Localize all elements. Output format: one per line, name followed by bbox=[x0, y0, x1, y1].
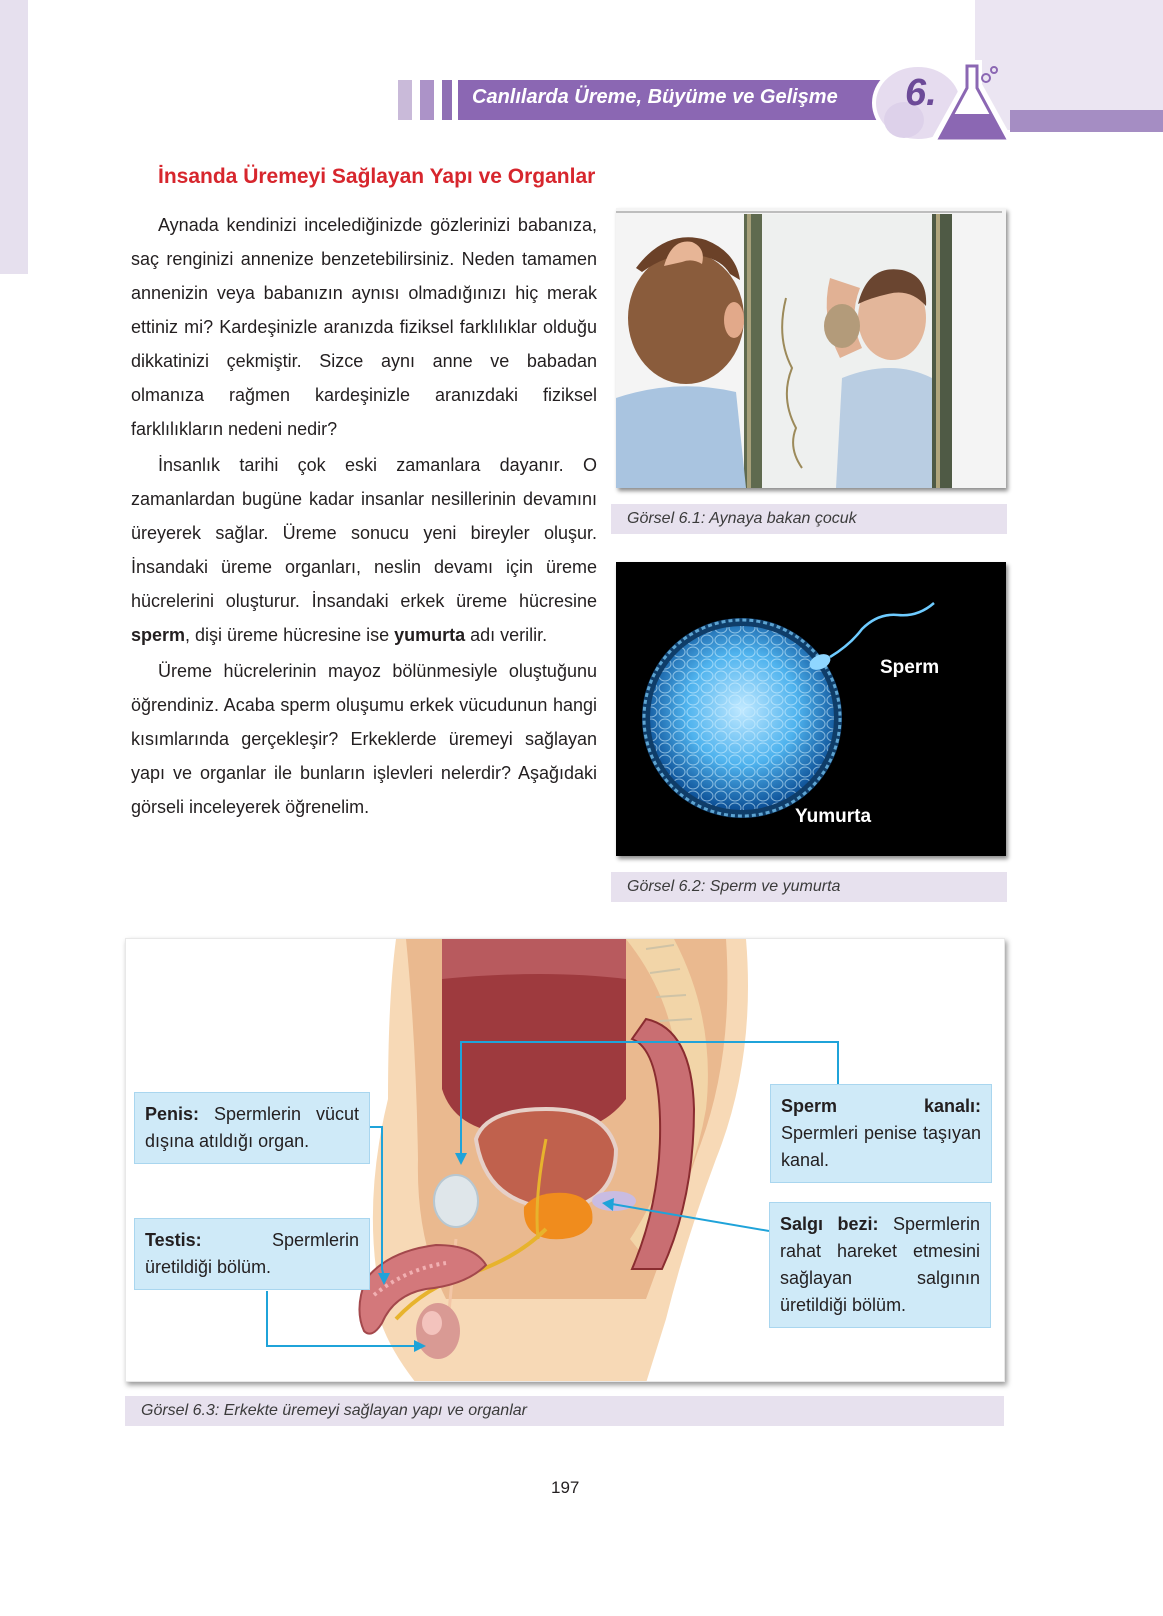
header-stripe bbox=[398, 80, 412, 120]
callout-term: Sperm kanalı: bbox=[781, 1096, 981, 1116]
callout-gland: Salgı bezi: Spermlerin rahat hareket etm… bbox=[769, 1202, 991, 1328]
callout-testis: Testis: Spermlerin üretildiği bölüm. bbox=[134, 1218, 370, 1290]
flask-icon bbox=[872, 60, 1013, 146]
callout-penis: Penis: Spermlerin vücut dışına atıldığı … bbox=[134, 1092, 370, 1164]
callout-term: Penis: bbox=[145, 1104, 200, 1124]
callout-term: Testis: bbox=[145, 1230, 202, 1250]
sperm-label: Sperm bbox=[880, 657, 940, 678]
penis-leader bbox=[369, 1126, 385, 1278]
body-text: Aynada kendinizi incelediğinizde gözleri… bbox=[131, 208, 597, 826]
gland-leader bbox=[611, 1203, 770, 1232]
anatomy-illustration bbox=[358, 939, 748, 1381]
figure-caption: Görsel 6.1: Aynaya bakan çocuk bbox=[611, 504, 1007, 534]
sperm-egg-photo bbox=[616, 562, 1006, 856]
header-stripe bbox=[442, 80, 452, 120]
section-heading: İnsanda Üremeyi Sağlayan Yapı ve Organla… bbox=[158, 165, 596, 188]
testis-leader bbox=[266, 1291, 416, 1347]
callout-term: Salgı bezi: bbox=[780, 1214, 879, 1234]
page-number: 197 bbox=[551, 1478, 580, 1497]
term-sperm: sperm bbox=[131, 625, 186, 645]
mirror-photo-illustration bbox=[616, 208, 1006, 488]
unit-number: 6. bbox=[905, 72, 937, 114]
figure-caption: Görsel 6.2: Sperm ve yumurta bbox=[611, 872, 1007, 902]
egg-label: Yumurta bbox=[795, 806, 872, 827]
paragraph: Aynada kendinizi incelediğinizde gözleri… bbox=[131, 215, 597, 439]
corner-decoration bbox=[975, 0, 1163, 130]
term-yumurta: yumurta bbox=[394, 625, 466, 645]
anatomy-figure: Penis: Spermlerin vücut dışına atıldığı … bbox=[125, 938, 1005, 1382]
callout-sperm-duct: Sperm kanalı: Spermleri penise taşıyan k… bbox=[770, 1084, 992, 1183]
sperm-duct-leader bbox=[460, 1041, 839, 1153]
paragraph: Üreme hücrelerinin mayoz bölünmesiyle ol… bbox=[131, 661, 597, 817]
header-band bbox=[458, 80, 888, 120]
leader-lines bbox=[266, 1041, 839, 1352]
figure-caption: Görsel 6.3: Erkekte üremeyi sağlayan yap… bbox=[125, 1396, 1004, 1426]
side-decoration bbox=[0, 0, 28, 274]
sperm-egg-illustration bbox=[616, 562, 1006, 856]
paragraph: İnsanlık tarihi çok eski zamanlara dayan… bbox=[131, 455, 597, 645]
header-stripe-right bbox=[1010, 110, 1163, 132]
chapter-title: Canlılarda Üreme, Büyüme ve Gelişme bbox=[472, 86, 838, 108]
header-stripe bbox=[420, 80, 434, 120]
mirror-photo bbox=[616, 208, 1006, 488]
